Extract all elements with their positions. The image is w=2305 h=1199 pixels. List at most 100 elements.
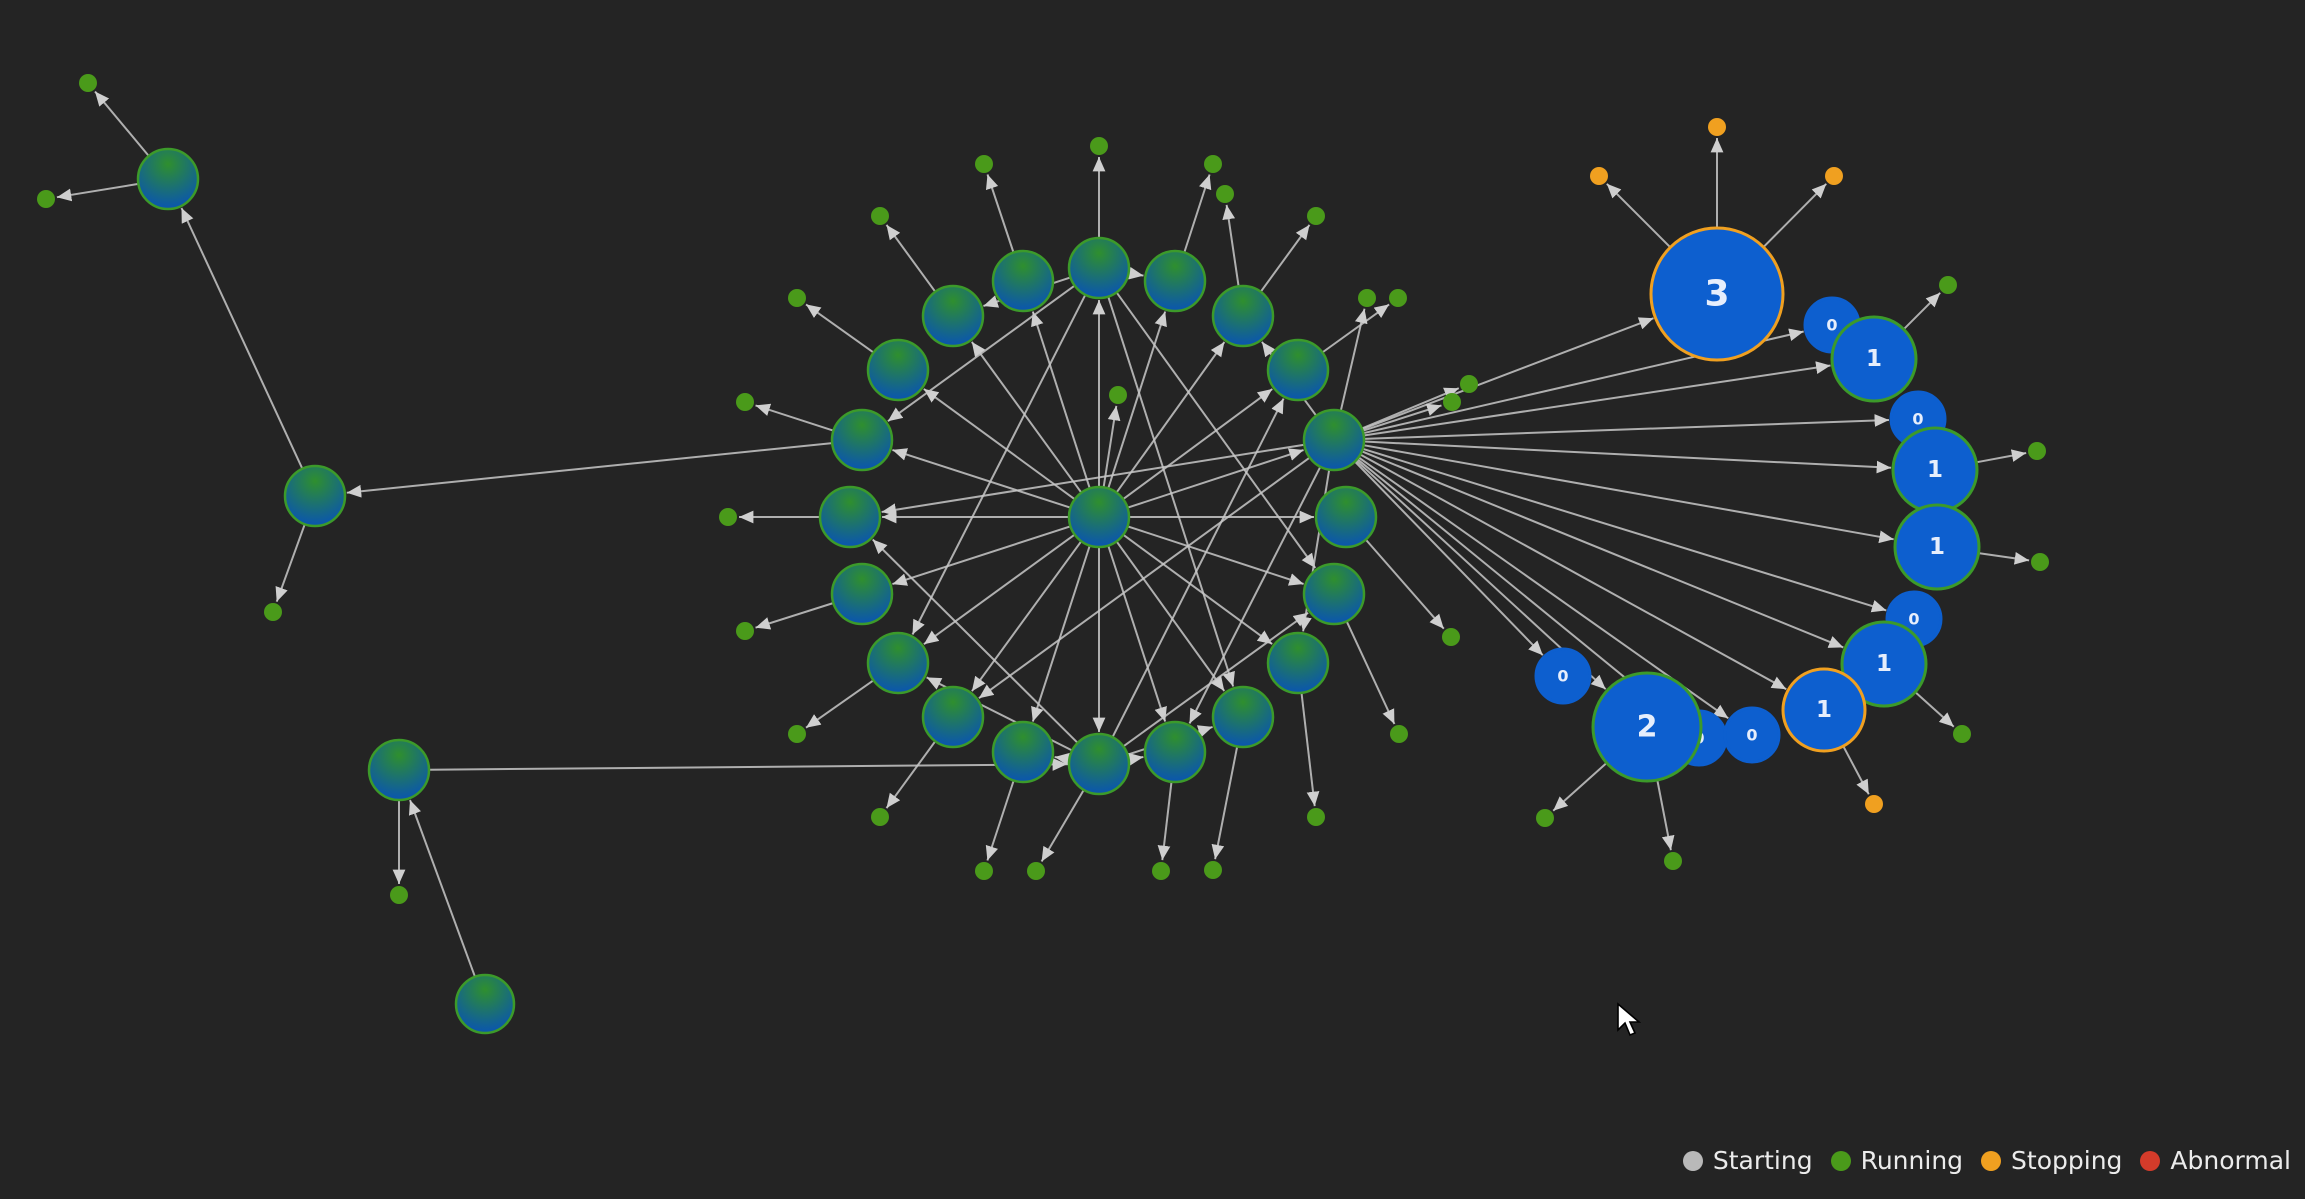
running-instance-dot[interactable]: [1939, 276, 1957, 294]
group-node[interactable]: 0: [1723, 706, 1781, 764]
running-instance-dot[interactable]: [1152, 862, 1170, 880]
legend-item-running[interactable]: Running: [1830, 1146, 1963, 1175]
stopping-instance-dot[interactable]: [1825, 167, 1843, 185]
service-node[interactable]: [818, 485, 882, 549]
stopping-instance-dot[interactable]: [1708, 118, 1726, 136]
dependency-edge: [755, 602, 834, 630]
group-node[interactable]: 1: [1840, 620, 1928, 708]
running-instance-dot[interactable]: [2028, 442, 2046, 460]
running-instance-dot[interactable]: [1953, 725, 1971, 743]
service-node[interactable]: [283, 464, 347, 528]
service-node[interactable]: [866, 631, 930, 695]
stopping-instance-dot[interactable]: [1590, 167, 1608, 185]
group-node-count: 0: [1912, 410, 1923, 429]
service-node[interactable]: [866, 338, 930, 402]
service-node[interactable]: [830, 408, 894, 472]
running-instance-dot[interactable]: [871, 808, 889, 826]
dependency-edge: [1115, 540, 1226, 692]
running-instance-dot[interactable]: [390, 886, 408, 904]
service-node[interactable]: [1211, 685, 1275, 749]
running-instance-dot[interactable]: [788, 289, 806, 307]
group-node-circle[interactable]: [1534, 647, 1592, 705]
running-instance-dot[interactable]: [1109, 386, 1127, 404]
legend-item-stopping[interactable]: Stopping: [1981, 1146, 2122, 1175]
group-node[interactable]: 2: [1591, 671, 1703, 783]
service-node[interactable]: [830, 562, 894, 626]
running-instance-dot[interactable]: [1307, 808, 1325, 826]
running-instance-dot[interactable]: [264, 603, 282, 621]
running-instance-dot[interactable]: [1204, 155, 1222, 173]
legend-item-abnormal[interactable]: Abnormal: [2140, 1146, 2291, 1175]
running-instance-dot[interactable]: [1460, 375, 1478, 393]
service-node[interactable]: [921, 685, 985, 749]
legend-label-starting: Starting: [1712, 1146, 1813, 1175]
service-node[interactable]: [1067, 732, 1131, 796]
running-instance-dot[interactable]: [1442, 628, 1460, 646]
group-node[interactable]: 3: [1649, 226, 1785, 362]
service-node[interactable]: [454, 973, 516, 1035]
group-node-circle[interactable]: [1591, 671, 1703, 783]
service-node[interactable]: [1266, 338, 1330, 402]
running-instance-dot[interactable]: [2031, 553, 2049, 571]
service-node[interactable]: [1302, 408, 1366, 472]
group-node-circle[interactable]: [1893, 503, 1981, 591]
running-instance-dot[interactable]: [1358, 289, 1376, 307]
service-node[interactable]: [921, 284, 985, 348]
group-node[interactable]: 1: [1891, 426, 1979, 514]
service-node[interactable]: [1302, 562, 1366, 626]
dependency-edge: [805, 303, 875, 354]
service-node[interactable]: [1143, 249, 1207, 313]
service-node[interactable]: [991, 249, 1055, 313]
nodes-layer[interactable]: 3010110100201: [37, 74, 2049, 1035]
service-node[interactable]: [1067, 485, 1131, 549]
running-instance-dot[interactable]: [719, 508, 737, 526]
dependency-edge: [94, 90, 150, 157]
group-node[interactable]: 0: [1534, 647, 1592, 705]
service-node[interactable]: [1143, 720, 1207, 784]
running-instance-dot[interactable]: [1216, 185, 1234, 203]
group-node-count: 1: [1876, 651, 1892, 677]
running-instance-dot[interactable]: [871, 207, 889, 225]
running-instance-dot[interactable]: [1027, 862, 1045, 880]
running-instance-dot[interactable]: [1307, 207, 1325, 225]
dependency-edge: [755, 403, 834, 432]
group-node[interactable]: 1: [1830, 315, 1918, 403]
running-instance-dot[interactable]: [1390, 725, 1408, 743]
dependency-edge: [1157, 781, 1173, 861]
group-node[interactable]: 1: [1781, 667, 1867, 753]
group-node-circle[interactable]: [1781, 667, 1867, 753]
running-instance-dot[interactable]: [1536, 809, 1554, 827]
group-node-circle[interactable]: [1649, 226, 1785, 362]
running-instance-dot[interactable]: [1664, 852, 1682, 870]
service-node[interactable]: [1211, 284, 1275, 348]
running-instance-dot[interactable]: [975, 155, 993, 173]
running-instance-dot[interactable]: [37, 190, 55, 208]
group-node-count: 0: [1908, 610, 1919, 629]
service-node[interactable]: [1314, 485, 1378, 549]
group-node-circle[interactable]: [1840, 620, 1928, 708]
service-node[interactable]: [367, 738, 431, 802]
running-instance-dot[interactable]: [1389, 289, 1407, 307]
service-node[interactable]: [991, 720, 1055, 784]
running-instance-dot[interactable]: [1204, 861, 1222, 879]
service-node[interactable]: [1067, 236, 1131, 300]
group-node[interactable]: 1: [1893, 503, 1981, 591]
group-node-circle[interactable]: [1723, 706, 1781, 764]
stopping-instance-dot[interactable]: [1865, 795, 1883, 813]
running-instance-dot[interactable]: [79, 74, 97, 92]
dependency-edge: [1107, 545, 1167, 722]
service-node[interactable]: [136, 147, 200, 211]
running-instance-dot[interactable]: [975, 862, 993, 880]
running-instance-dot[interactable]: [736, 622, 754, 640]
running-instance-dot[interactable]: [736, 393, 754, 411]
service-node[interactable]: [1266, 631, 1330, 695]
running-instance-dot[interactable]: [788, 725, 806, 743]
stopping-status-dot-icon: [1981, 1150, 2002, 1171]
legend-item-starting[interactable]: Starting: [1682, 1146, 1813, 1175]
dependency-edge: [971, 540, 1083, 692]
running-instance-dot[interactable]: [1090, 137, 1108, 155]
group-node-circle[interactable]: [1830, 315, 1918, 403]
running-instance-dot[interactable]: [1443, 393, 1461, 411]
